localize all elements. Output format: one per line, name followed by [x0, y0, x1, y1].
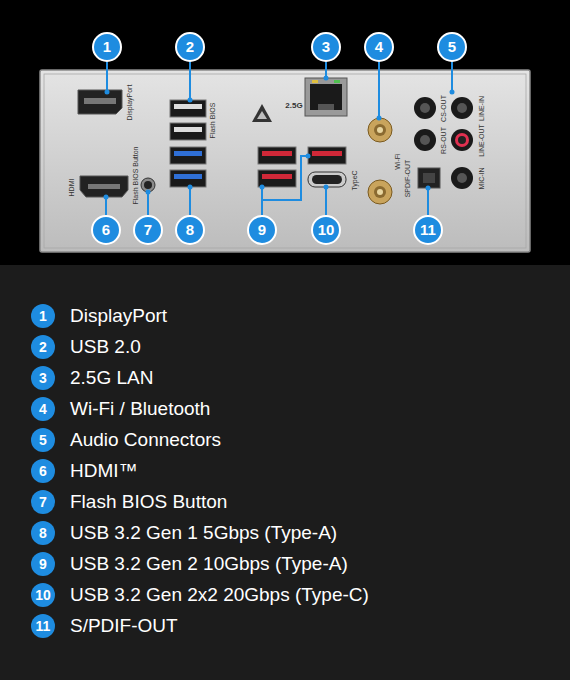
callout-number-text: 2 [186, 34, 194, 60]
list-description: USB 2.0 [70, 336, 141, 358]
callout-number-text: 1 [103, 34, 111, 60]
list-description: USB 3.2 Gen 2x2 20Gbps (Type-C) [70, 584, 369, 606]
callout-number-text: 10 [318, 217, 335, 243]
panel-label: TypeC [350, 170, 357, 190]
io-shield-edge [44, 74, 526, 248]
callout-number: 4 [364, 32, 394, 62]
io-shield [40, 70, 530, 252]
callout-number-text: 8 [186, 217, 194, 243]
list-number: 10 [35, 583, 51, 607]
panel-label: CS-OUT [440, 95, 447, 122]
list-item: 5Audio Connectors [31, 428, 55, 452]
lan-port [305, 78, 347, 116]
list-number: 3 [39, 366, 47, 390]
list-number: 9 [39, 552, 47, 576]
usb-5gbps-ports [170, 147, 206, 187]
list-item: 32.5G LAN [31, 366, 55, 390]
list-number: 6 [39, 459, 47, 483]
list-description: S/PDIF-OUT [70, 615, 178, 637]
list-item: 4Wi-Fi / Bluetooth [31, 397, 55, 421]
list-item: 6HDMI™ [31, 459, 55, 483]
top-ground [0, 0, 570, 265]
callout-number: 8 [175, 215, 205, 245]
list-item: 8USB 3.2 Gen 1 5Gbps (Type-A) [31, 521, 55, 545]
list-description: Audio Connectors [70, 429, 221, 451]
list-item: 7Flash BIOS Button [31, 490, 55, 514]
callout-number-text: 5 [448, 34, 456, 60]
callout-number: 2 [175, 32, 205, 62]
list-number: 5 [39, 428, 47, 452]
list-item: 10USB 3.2 Gen 2x2 20Gbps (Type-C) [31, 583, 55, 607]
list-item: 11S/PDIF-OUT [31, 614, 55, 638]
hdmi-connector [80, 176, 128, 197]
list-item: 1DisplayPort [31, 304, 55, 328]
panel-label: RS-OUT [440, 127, 447, 154]
panel-label: LINE-OUT [477, 124, 484, 157]
list-description: Wi-Fi / Bluetooth [70, 398, 210, 420]
list-description: Flash BIOS Button [70, 491, 227, 513]
list-item: 9USB 3.2 Gen 2 10Gbps (Type-A) [31, 552, 55, 576]
list-description: 2.5G LAN [70, 367, 153, 389]
panel-label: LINE-IN [478, 96, 485, 121]
leader-lines [106, 62, 452, 215]
leader-dots [104, 76, 455, 200]
list-number: 11 [36, 614, 51, 638]
callout-number-text: 11 [420, 217, 436, 243]
callout-number: 1 [92, 32, 122, 62]
callout-number: 5 [437, 32, 467, 62]
callout-number-text: 7 [144, 217, 152, 243]
panel-label: 2.5G [285, 102, 302, 110]
list-number: 4 [39, 397, 47, 421]
callout-number: 10 [311, 215, 341, 245]
antenna-connectors [368, 118, 392, 204]
brand-logo [252, 104, 272, 122]
callout-number: 7 [133, 215, 163, 245]
list-description: USB 3.2 Gen 1 5Gbps (Type-A) [70, 522, 337, 544]
panel-label: Flash BIOS [209, 102, 216, 138]
callout-number-text: 6 [102, 217, 110, 243]
displayport-connector [78, 90, 122, 114]
list-item: 2USB 2.0 [31, 335, 55, 359]
callout-number: 11 [413, 215, 443, 245]
list-description: DisplayPort [70, 305, 167, 327]
usb2-ports [170, 100, 206, 140]
spdif-port [418, 168, 440, 188]
panel-label: SPDIF-OUT [404, 159, 411, 197]
list-description: HDMI™ [70, 460, 138, 482]
panel-label: HDMI [68, 178, 75, 196]
callout-number: 3 [311, 32, 341, 62]
panel-label: Flash BIOS Button [132, 146, 139, 204]
callout-number-text: 3 [322, 34, 330, 60]
callout-number-text: 9 [258, 217, 266, 243]
panel-label: Wi-Fi [393, 153, 400, 169]
io-panel-illustration [0, 0, 570, 265]
list-description: USB 3.2 Gen 2 10Gbps (Type-A) [70, 553, 348, 575]
list-number: 7 [39, 490, 47, 514]
panel-label: DisplayPort [126, 84, 133, 120]
list-number: 2 [39, 335, 47, 359]
list-number: 8 [39, 521, 47, 545]
callout-number: 6 [91, 215, 121, 245]
callout-number-text: 4 [375, 34, 383, 60]
callout-number: 9 [247, 215, 277, 245]
panel-label: MIC-IN [477, 167, 484, 189]
list-number: 1 [39, 304, 47, 328]
